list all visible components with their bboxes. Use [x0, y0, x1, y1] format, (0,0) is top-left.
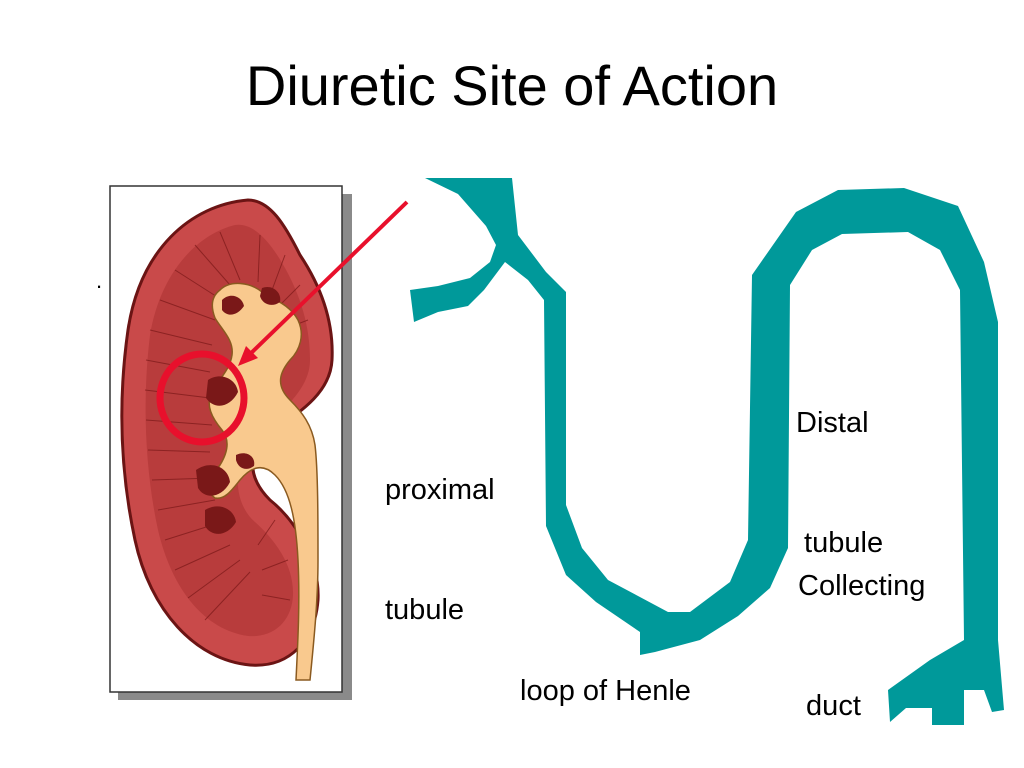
kidney-illustration	[109, 185, 352, 700]
renal-calyces	[196, 286, 281, 534]
label-proximal-line2: tubule	[385, 594, 465, 626]
label-collecting-duct: Collecting duct	[798, 486, 925, 766]
label-collecting-line2: duct	[798, 690, 861, 722]
label-distal-tubule: Distal tubule	[796, 323, 883, 603]
slide-title: Diuretic Site of Action	[245, 54, 779, 117]
bullet-dot: .	[96, 268, 103, 293]
label-distal-line1: Distal	[796, 407, 869, 439]
nephron-path	[410, 178, 1004, 725]
site-highlight-circle	[156, 350, 248, 446]
arrow-shaft	[244, 200, 409, 360]
kidney-striations	[144, 231, 309, 621]
arrow-head	[238, 346, 258, 366]
label-distal-line2: tubule	[796, 527, 884, 559]
label-loop-of-henle: loop of Henle	[520, 675, 691, 707]
label-proximal-tubule: proximal tubule	[385, 390, 495, 670]
label-proximal-line1: proximal	[385, 474, 495, 506]
label-collecting-line1: Collecting	[798, 570, 926, 602]
site-arrow	[238, 200, 409, 366]
nephron-tubule	[410, 178, 1004, 725]
